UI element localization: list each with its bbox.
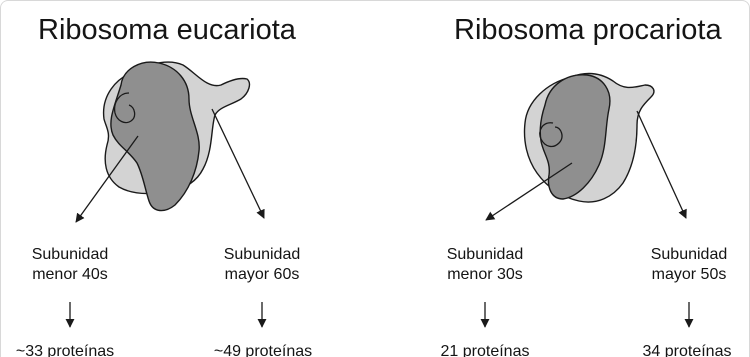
prokaryote-small-arrow [485, 162, 573, 221]
eukaryote-small-arrow [75, 135, 139, 223]
eukaryote-large-subunit-label: Subunidad [224, 246, 301, 263]
eukaryote-large-subunit-label-2: mayor 60s [225, 266, 300, 283]
prokaryote-small-subunit [539, 74, 611, 200]
eukaryote-small-subunit [110, 61, 200, 212]
prokaryote-ribosome [523, 72, 655, 203]
prokaryote-small-subunit-label-2: menor 30s [447, 266, 523, 283]
prokaryote-title: Ribosoma procariota [454, 14, 722, 46]
prokaryote-small-subunit-head [539, 122, 563, 148]
eukaryote-title: Ribosoma eucariota [38, 14, 297, 46]
eukaryote-small-subunit-label: Subunidad [32, 246, 109, 263]
prokaryote-large-arrow [636, 110, 687, 219]
eukaryote-small-proteins: ~33 proteínas [16, 343, 114, 357]
eukaryote-ribosome [102, 61, 251, 212]
prokaryote-large-subunit-label: Subunidad [651, 246, 728, 263]
eukaryote-large-proteins: ~49 proteínas [214, 343, 312, 357]
prokaryote-small-subunit-label: Subunidad [447, 246, 524, 263]
eukaryote-small-subunit-head [113, 92, 136, 124]
prokaryote-small-proteins: 21 proteínas [441, 343, 530, 357]
prokaryote-large-proteins: 34 proteínas [643, 343, 732, 357]
eukaryote-small-subunit-label-2: menor 40s [32, 266, 108, 283]
prokaryote-large-subunit-label-2: mayor 50s [652, 266, 727, 283]
eukaryote-large-arrow [211, 108, 265, 219]
